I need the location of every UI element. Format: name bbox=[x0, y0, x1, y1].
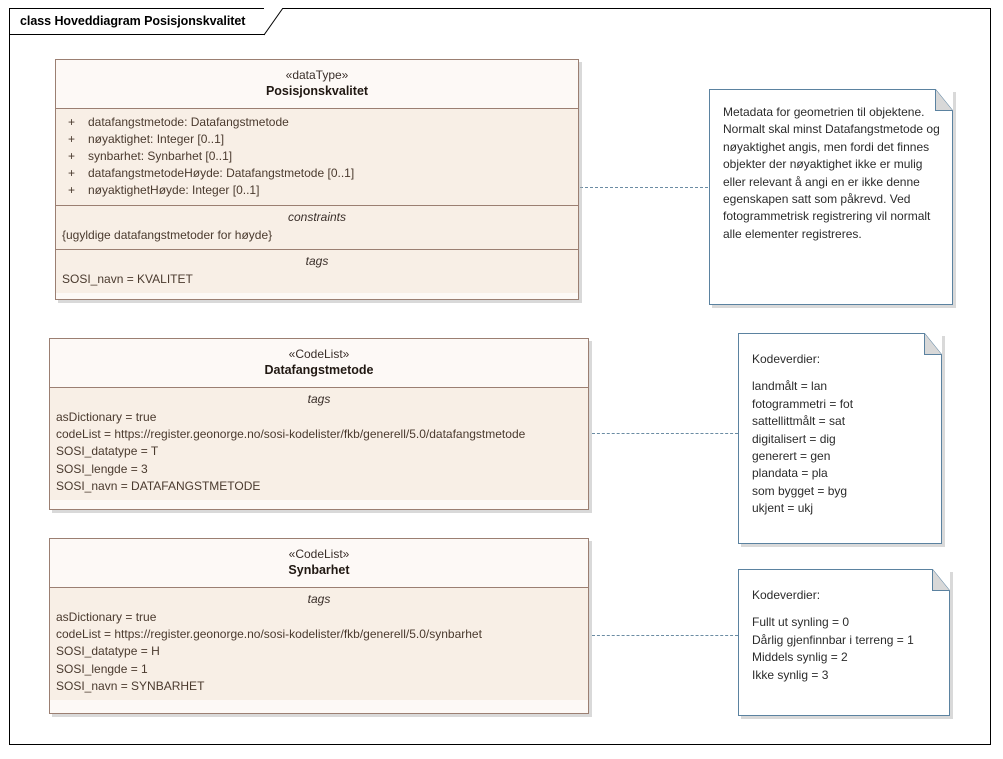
tag-line: codeList = https://register.geonorge.no/… bbox=[56, 627, 482, 642]
note-text: Kodeverdier: Fullt ut synling = 0 Dårlig… bbox=[738, 569, 950, 694]
attribute-text: nøyaktighetHøyde: Integer [0..1] bbox=[88, 183, 260, 198]
note-line: digitalisert = dig bbox=[752, 431, 836, 446]
note-line: fotogrammetrisk registrering vil normalt bbox=[723, 209, 931, 224]
attribute-visibility: + bbox=[68, 132, 76, 147]
attribute-row: + datafangstmetode: Datafangstmetode bbox=[56, 114, 578, 131]
diagram-title-tab: class Hoveddiagram Posisjonskvalitet bbox=[9, 8, 284, 36]
tags-compartment: tags asDictionary = true codeList = http… bbox=[50, 588, 588, 701]
attribute-row: + nøyaktighetHøyde: Integer [0..1] bbox=[56, 182, 578, 199]
tag-line: SOSI_navn = DATAFANGSTMETODE bbox=[56, 478, 261, 493]
note-line: som bygget = byg bbox=[752, 483, 848, 498]
note-kodeverdier-datafangstmetode[interactable]: Kodeverdier: landmålt = lan fotogrammetr… bbox=[738, 333, 942, 544]
note-line: egenskapen satt som påkrevd. Ved bbox=[723, 192, 911, 207]
note-line: objekter der nøyaktighet ikke er mulig bbox=[723, 157, 923, 172]
tag-line: SOSI_navn = KVALITET bbox=[62, 272, 193, 287]
tag-line: SOSI_lengde = 1 bbox=[56, 661, 148, 676]
connector-posisjonskvalitet-note bbox=[580, 187, 708, 188]
tag-line: SOSI_datatype = T bbox=[56, 444, 159, 459]
class-name: Datafangstmetode bbox=[264, 363, 374, 378]
note-line: fotogrammetri = fot bbox=[752, 396, 854, 411]
class-stereotype: «dataType» bbox=[285, 68, 349, 82]
note-line: Dårlig gjenfinnbar i terreng = 1 bbox=[752, 632, 914, 647]
attribute-visibility: + bbox=[68, 166, 76, 181]
note-line: landmålt = lan bbox=[752, 379, 828, 394]
constraints-title: constraints bbox=[287, 210, 347, 225]
title-tab-slant bbox=[264, 8, 284, 36]
class-header-posisjonskvalitet: «dataType» Posisjonskvalitet bbox=[56, 60, 578, 110]
note-text: Metadata for geometrien til objektene. N… bbox=[709, 89, 953, 253]
note-line: generert = gen bbox=[752, 449, 831, 464]
note-metadata[interactable]: Metadata for geometrien til objektene. N… bbox=[709, 89, 953, 305]
connector-synbarhet-note bbox=[592, 635, 738, 636]
note-text: Kodeverdier: landmålt = lan fotogrammetr… bbox=[738, 333, 942, 528]
attributes-compartment: + datafangstmetode: Datafangstmetode + n… bbox=[56, 109, 578, 207]
class-stereotype: «CodeList» bbox=[288, 547, 350, 561]
attribute-row: + synbarhet: Synbarhet [0..1] bbox=[56, 148, 578, 165]
note-heading: Kodeverdier: bbox=[752, 588, 821, 602]
attribute-row: + datafangstmetodeHøyde: Datafangstmetod… bbox=[56, 165, 578, 182]
note-line: Metadata for geometrien til objektene. bbox=[723, 105, 925, 119]
tags-title: tags bbox=[305, 254, 329, 269]
class-box-datafangstmetode[interactable]: «CodeList» Datafangstmetode tags asDicti… bbox=[49, 338, 589, 510]
class-name: Synbarhet bbox=[288, 563, 350, 578]
class-stereotype: «CodeList» bbox=[288, 347, 350, 361]
note-shape bbox=[738, 569, 950, 716]
note-heading: Kodeverdier: bbox=[752, 352, 821, 366]
tags-compartment: tags SOSI_navn = KVALITET bbox=[56, 250, 578, 294]
tags-compartment: tags asDictionary = true codeList = http… bbox=[50, 388, 588, 501]
note-kodeverdier-synbarhet[interactable]: Kodeverdier: Fullt ut synling = 0 Dårlig… bbox=[738, 569, 950, 716]
note-line: Middels synlig = 2 bbox=[752, 650, 848, 665]
note-line: nøyaktighet angis, men fordi det finnes bbox=[723, 139, 930, 154]
note-line: ukjent = ukj bbox=[752, 501, 814, 516]
class-name: Posisjonskvalitet bbox=[265, 84, 369, 99]
attribute-visibility: + bbox=[68, 149, 76, 164]
note-line: alle elementer registreres. bbox=[723, 226, 862, 241]
attribute-visibility: + bbox=[68, 183, 76, 198]
note-spacer bbox=[752, 368, 930, 378]
tag-line: SOSI_lengde = 3 bbox=[56, 461, 148, 476]
note-shape bbox=[709, 89, 953, 305]
tag-line: SOSI_datatype = H bbox=[56, 644, 160, 659]
note-spacer bbox=[752, 604, 938, 614]
attribute-row: + nøyaktighet: Integer [0..1] bbox=[56, 131, 578, 148]
tag-line: asDictionary = true bbox=[56, 410, 157, 425]
note-line: eller relevant å angi en er ikke denne bbox=[723, 174, 920, 189]
tags-title: tags bbox=[307, 392, 331, 407]
class-box-synbarhet[interactable]: «CodeList» Synbarhet tags asDictionary =… bbox=[49, 538, 589, 714]
class-box-posisjonskvalitet[interactable]: «dataType» Posisjonskvalitet + datafangs… bbox=[55, 59, 579, 300]
note-line: Fullt ut synling = 0 bbox=[752, 615, 850, 630]
tag-line: codeList = https://register.geonorge.no/… bbox=[56, 427, 526, 442]
class-header-datafangstmetode: «CodeList» Datafangstmetode bbox=[50, 339, 588, 389]
note-line: sattellittmålt = sat bbox=[752, 414, 846, 429]
note-line: plandata = pla bbox=[752, 466, 828, 481]
tag-line: asDictionary = true bbox=[56, 610, 157, 625]
constraint-line: {ugyldige datafangstmetoder for høyde} bbox=[62, 228, 273, 243]
attribute-text: datafangstmetodeHøyde: Datafangstmetode … bbox=[88, 166, 355, 181]
tag-line: SOSI_navn = SYNBARHET bbox=[56, 678, 205, 693]
attribute-text: datafangstmetode: Datafangstmetode bbox=[88, 115, 289, 130]
note-line: Normalt skal minst Datafangstmetode og bbox=[723, 122, 940, 137]
tags-title: tags bbox=[307, 592, 331, 607]
connector-datafangstmetode-note bbox=[592, 433, 738, 434]
note-shape bbox=[738, 333, 942, 544]
attribute-visibility: + bbox=[68, 115, 76, 130]
diagram-title: class Hoveddiagram Posisjonskvalitet bbox=[20, 14, 246, 28]
note-line: Ikke synlig = 3 bbox=[752, 667, 829, 682]
class-header-synbarhet: «CodeList» Synbarhet bbox=[50, 539, 588, 589]
attribute-text: synbarhet: Synbarhet [0..1] bbox=[88, 149, 233, 164]
constraints-compartment: constraints {ugyldige datafangstmetoder … bbox=[56, 206, 578, 251]
attribute-text: nøyaktighet: Integer [0..1] bbox=[88, 132, 225, 147]
